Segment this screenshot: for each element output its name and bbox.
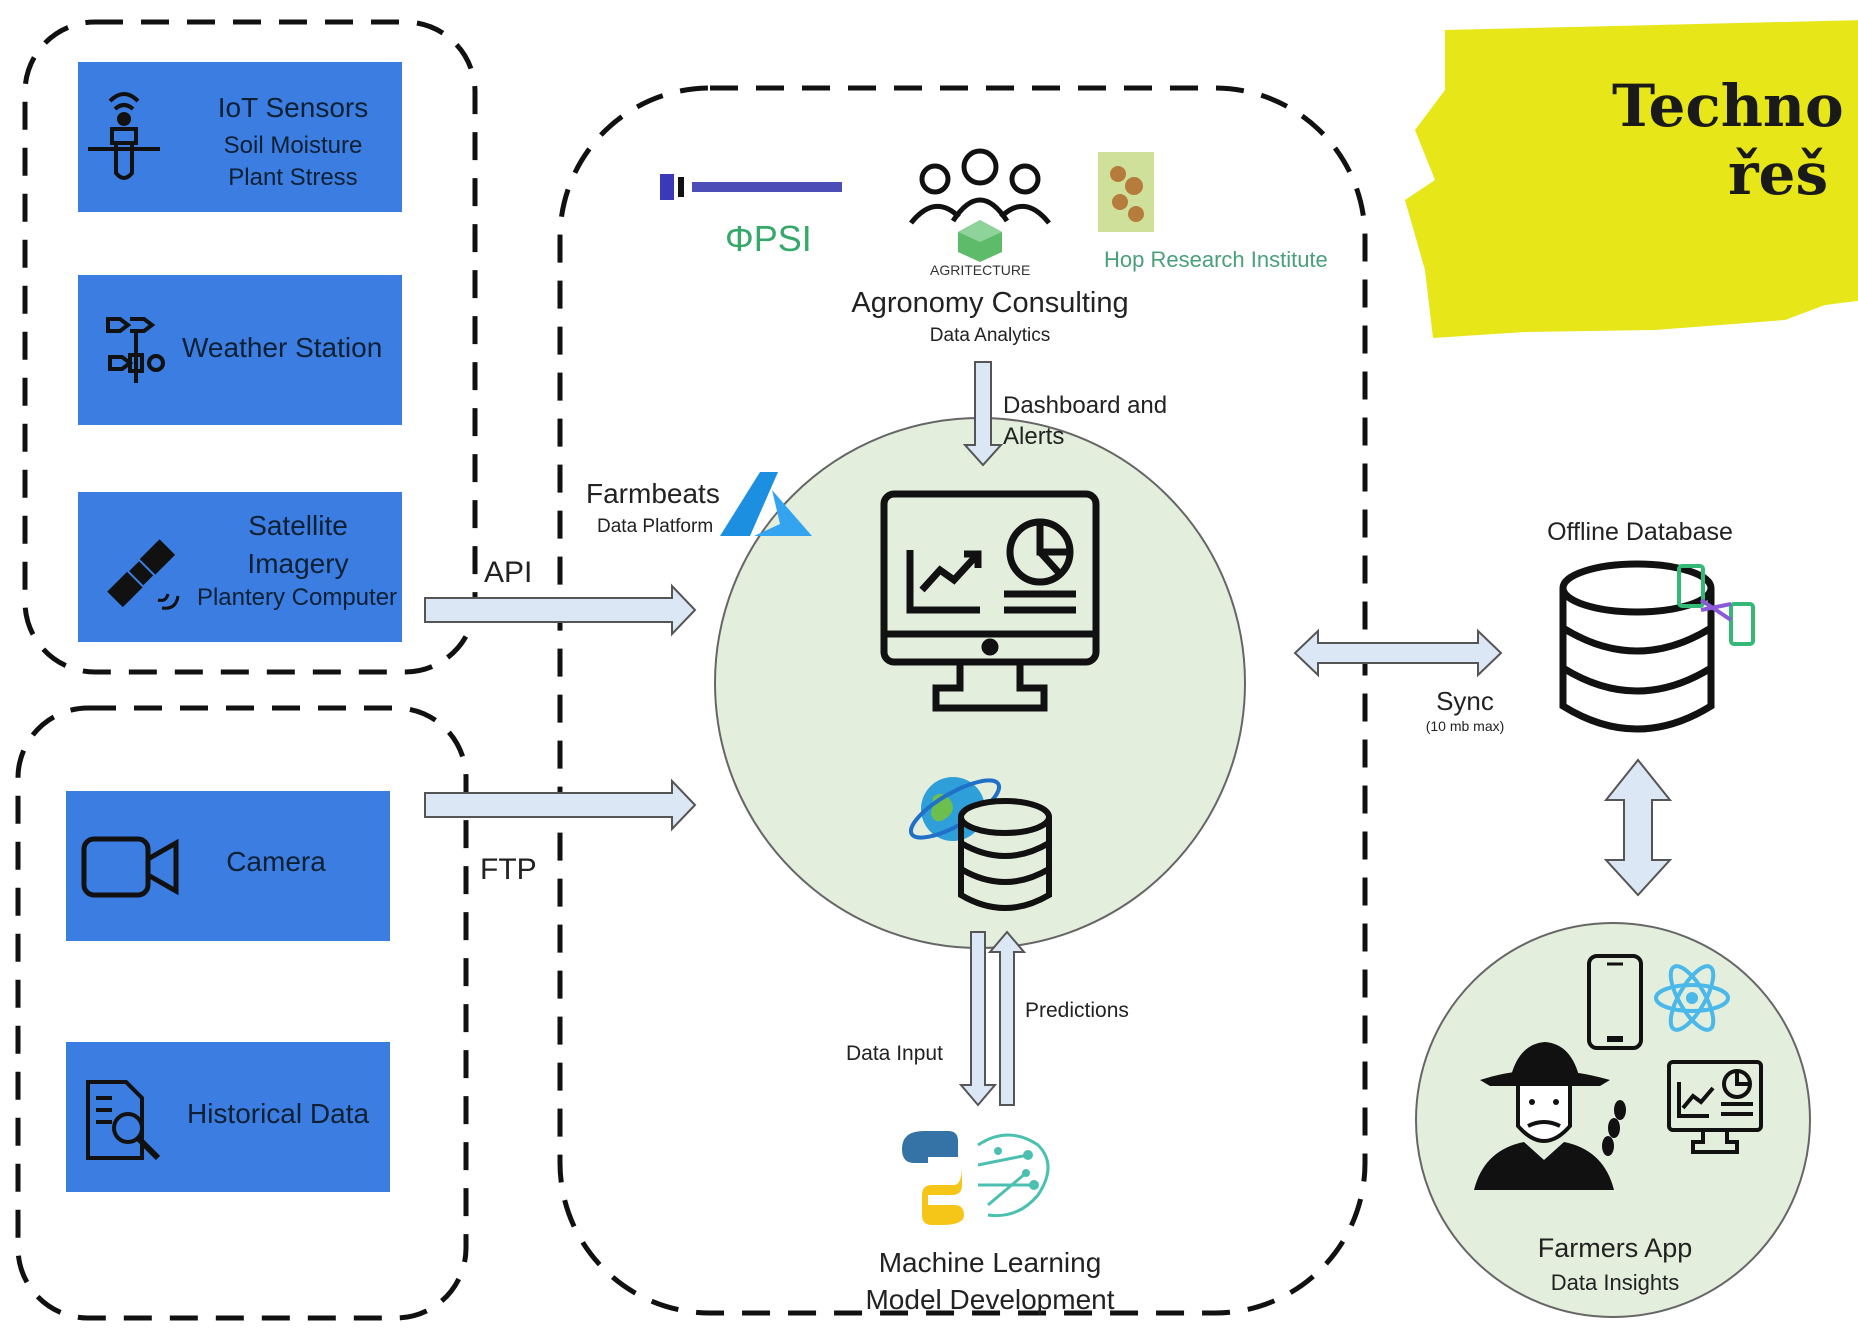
consulting-title: Agronomy Consulting [851,287,1129,319]
ftp-arrow [424,778,697,832]
agritecture-logo-icon [955,218,1005,267]
iot-sensors-box: IoT Sensors Soil Moisture Plant Stress [78,62,402,212]
page-title-line1: Techno [1612,72,1844,140]
sync-arrow [1293,628,1503,678]
psi-logo: ΦPSI [725,218,812,259]
satellite-icon [94,514,194,629]
satellite-line2: Imagery [247,548,349,579]
database-globe-icon [905,765,1055,920]
ml-title-line2: Model Development [865,1284,1115,1315]
azure-logo-icon [720,470,812,541]
farmers-app-title: Farmers App [1537,1233,1693,1263]
consulting-subtitle: Data Analytics [929,325,1051,346]
camera-box: Camera [66,791,390,941]
agritecture-logo-text: AGRITECTURE [930,262,1031,278]
video-camera-icon [80,833,180,908]
partner-logo-banner [658,172,880,202]
satellite-line3: Plantery Computer [196,584,398,611]
historical-data-title: Historical Data [186,1098,370,1129]
document-search-icon [82,1078,172,1173]
farmer-avatar-icon [1470,1040,1640,1195]
data-input-label: Data Input [846,1042,943,1065]
sync-label: Sync [1436,686,1494,716]
file-group-outline [15,705,469,1321]
satellite-imagery-box: Satellite Imagery Plantery Computer [78,492,402,642]
iot-sensors-line2: Soil Moisture [223,132,363,159]
data-input-arrow [958,931,998,1107]
antenna-sensor-icon [88,87,160,192]
title-highlight [1405,20,1858,340]
satellite-line1: Satellite [248,510,348,541]
ml-title-line1: Machine Learning [878,1247,1102,1278]
farmer-dashboard-icon [1665,1058,1765,1163]
hop-research-logo-icon [1098,152,1154,237]
farmbeats-subtitle: Data Platform [597,516,714,537]
offline-database-title: Offline Database [1547,518,1733,546]
platform-group-outline [557,85,1368,1316]
dashboard-arrow [962,361,1004,467]
people-group-icon [905,145,1055,230]
weather-station-box: Weather Station [78,275,402,425]
sensor-group-outline [22,19,478,675]
offline-farmers-arrow [1603,758,1673,897]
iot-sensors-line3: Plant Stress [228,164,358,191]
weather-station-icon [106,313,176,388]
page-title-line2: řeš [1728,140,1829,208]
hop-research-logo-text: Hop Research Institute [1104,247,1328,272]
historical-data-box: Historical Data [66,1042,390,1192]
offline-database-icon [1555,560,1765,745]
iot-sensors-title: IoT Sensors [217,92,369,123]
predictions-arrow [987,930,1027,1106]
sync-size-note: (10 mb max) [1425,718,1505,734]
predictions-label: Predictions [1025,999,1129,1022]
api-label: API [484,556,533,589]
farmers-app-subtitle: Data Insights [1550,1270,1680,1295]
api-arrow [424,583,697,637]
smartphone-icon [1585,952,1645,1057]
dashboard-label-line2: Alerts [1003,423,1065,450]
farmbeats-title: Farmbeats [586,478,720,509]
analytics-monitor-icon [880,490,1100,717]
react-logo-icon [1652,962,1732,1039]
python-brain-icon [898,1125,1058,1230]
camera-title: Camera [226,846,326,877]
weather-station-title: Weather Station [182,332,383,363]
ftp-label: FTP [480,853,537,886]
dashboard-label-line1: Dashboard and [1003,392,1168,419]
